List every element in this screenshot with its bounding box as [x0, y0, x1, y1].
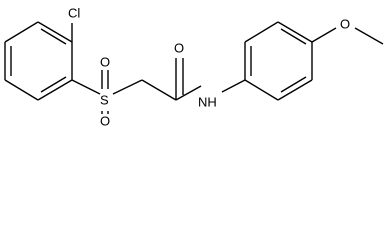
atom-o-sulfonyl-bottom: O: [100, 114, 110, 129]
ring1-bond-d: [4, 79, 39, 101]
ring2-bond-b: [244, 21, 279, 43]
ring2-bond-e: [277, 79, 313, 101]
ring2-double-b: [280, 28, 307, 45]
ring2-bond-c: [277, 21, 313, 43]
bond-ch2-carbonyl: [141, 79, 177, 101]
chemical-structure-diagram: Cl S O O O NH O: [4, 6, 384, 129]
ring2-double-c: [280, 76, 307, 93]
atom-cl: Cl: [68, 6, 80, 21]
ring1-bond-a: [37, 21, 73, 43]
bond-ring-o-methoxy: [311, 27, 337, 43]
atom-nh: NH: [198, 95, 217, 110]
atom-o-sulfonyl-top: O: [100, 55, 110, 70]
ring1-bond-f: [4, 21, 39, 43]
bond-o-methyl: [354, 27, 384, 45]
chlorophenyl-ring: [4, 21, 73, 101]
ring2-bond-f: [244, 79, 279, 101]
methoxyphenyl-ring: [244, 21, 313, 101]
bond-s-ch2: [112, 79, 143, 95]
atom-o-carbonyl: O: [174, 41, 184, 56]
bond-nh-ring: [221, 79, 246, 93]
bond-carbonyl-nh: [175, 85, 202, 101]
atom-s: S: [100, 93, 109, 108]
ring1-bond-c: [37, 79, 73, 101]
atom-o-methoxy: O: [340, 17, 350, 32]
ring1-double-b: [40, 76, 67, 93]
ring1-double-a: [40, 28, 67, 45]
bond-ring-s: [71, 79, 101, 95]
